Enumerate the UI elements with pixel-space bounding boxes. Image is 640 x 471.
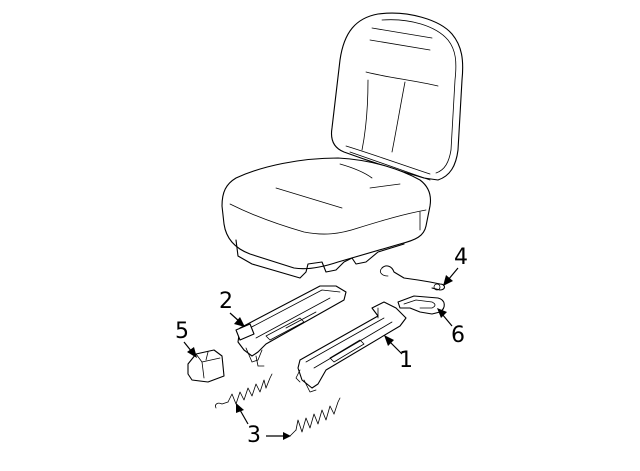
callout-4: 4 bbox=[443, 245, 468, 286]
seat-back bbox=[330, 12, 464, 181]
part-1-seat-track bbox=[295, 301, 407, 393]
part-2-seat-track bbox=[235, 285, 347, 367]
callout-1: 1 bbox=[384, 335, 413, 373]
part-4-wire bbox=[380, 265, 446, 291]
callout-2: 2 bbox=[219, 289, 245, 327]
callout-label-5: 5 bbox=[175, 319, 189, 344]
callout-label-3: 3 bbox=[247, 423, 261, 448]
seat-cushion bbox=[221, 157, 432, 279]
callout-5: 5 bbox=[175, 319, 197, 358]
part-3-spring-upper bbox=[215, 373, 273, 409]
callout-label-2: 2 bbox=[219, 289, 233, 314]
callout-6: 6 bbox=[437, 308, 465, 348]
part-3-spring-lower bbox=[289, 397, 341, 437]
part-6-bracket bbox=[397, 295, 445, 315]
callout-label-4: 4 bbox=[454, 245, 468, 270]
callout-label-6: 6 bbox=[451, 323, 465, 348]
callout-label-1: 1 bbox=[399, 348, 413, 373]
callout-3: 3 bbox=[236, 403, 291, 448]
